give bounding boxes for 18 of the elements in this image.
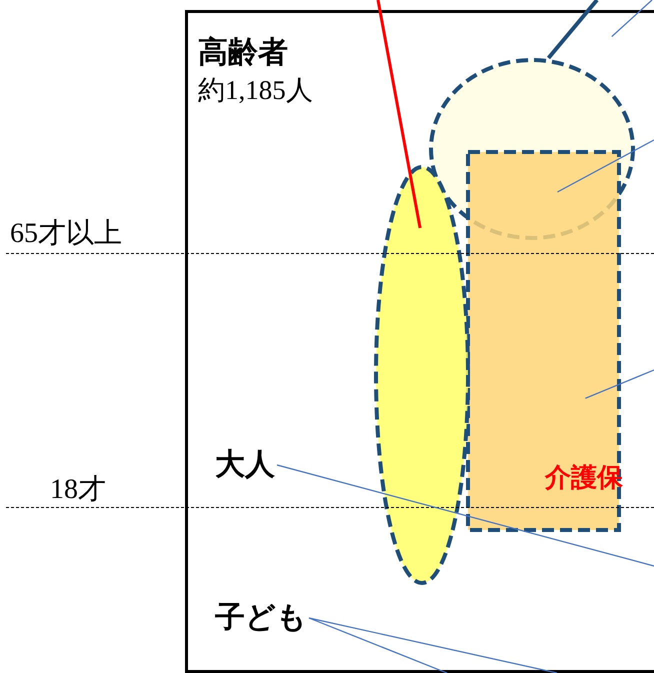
leader-line — [546, 0, 599, 60]
frame-box — [185, 10, 654, 673]
leader-line — [611, 0, 652, 37]
group-heading: 子ども — [215, 598, 307, 638]
age-label: 18才 — [50, 473, 106, 507]
dashed-rectangle — [466, 150, 621, 532]
leader-line — [557, 139, 654, 193]
leader-line — [585, 369, 654, 399]
leader-line — [308, 617, 558, 673]
age-label: 65才以上 — [10, 217, 122, 251]
group-heading: 高齢者 — [198, 34, 289, 72]
leader-line — [376, 0, 422, 228]
group-heading: 大人 — [215, 445, 275, 485]
leader-line — [308, 617, 448, 673]
category-label: 介護保 — [545, 462, 623, 495]
count-text: 約1,185人 — [198, 74, 313, 107]
leader-line — [276, 464, 654, 567]
dashed-ellipse — [374, 165, 470, 585]
